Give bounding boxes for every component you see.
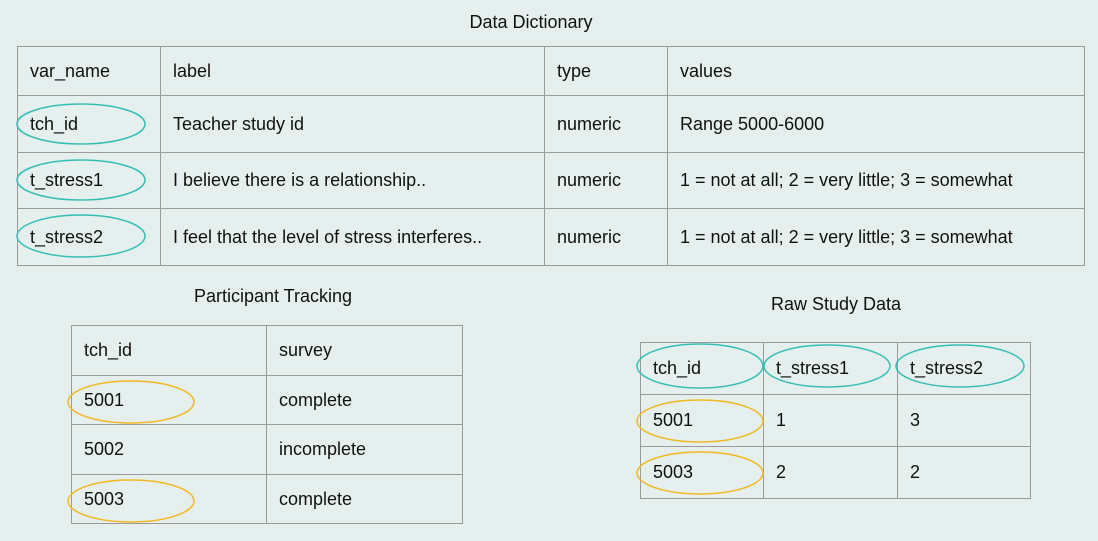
header-cell: label [160, 46, 545, 96]
table-cell: numeric [544, 152, 668, 209]
table-cell: 2 [897, 446, 1031, 499]
table-row: t_stress1 I believe there is a relations… [17, 152, 1085, 209]
table-cell: tch_id [17, 95, 161, 153]
table-cell: 5001 [71, 375, 267, 425]
table-cell: I believe there is a relationship.. [160, 152, 545, 209]
table-cell: I feel that the level of stress interfer… [160, 208, 545, 266]
table-row: tch_id Teacher study id numeric Range 50… [17, 95, 1085, 153]
header-cell: tch_id [71, 325, 267, 376]
header-cell: values [667, 46, 1085, 96]
table-cell: Teacher study id [160, 95, 545, 153]
data-dictionary-title: Data Dictionary [469, 12, 593, 32]
table-header-row: var_name label type values [17, 46, 1085, 96]
table-row: t_stress2 I feel that the level of stres… [17, 208, 1085, 266]
table-cell: complete [266, 375, 463, 425]
table-cell: t_stress2 [17, 208, 161, 266]
table-row: 5003 complete [71, 474, 463, 524]
header-cell: tch_id [640, 342, 764, 395]
table-cell: numeric [544, 208, 668, 266]
participant-tracking-table: tch_id survey 5001 complete 5002 incompl… [71, 325, 463, 524]
table-cell: 5001 [640, 394, 764, 447]
table-cell: 5003 [640, 446, 764, 499]
raw-study-data-table: tch_id t_stress1 t_stress2 5001 1 3 5003… [640, 342, 1031, 499]
table-row: 5002 incomplete [71, 424, 463, 475]
table-cell: 5002 [71, 424, 267, 475]
raw-study-data-title: Raw Study Data [770, 294, 902, 314]
header-cell: t_stress1 [763, 342, 898, 395]
table-cell: 3 [897, 394, 1031, 447]
table-cell: numeric [544, 95, 668, 153]
table-cell: 1 [763, 394, 898, 447]
table-cell: t_stress1 [17, 152, 161, 209]
table-row: 5001 complete [71, 375, 463, 425]
table-cell: incomplete [266, 424, 463, 475]
data-dictionary-table: var_name label type values tch_id Teache… [17, 46, 1085, 266]
table-cell: Range 5000-6000 [667, 95, 1085, 153]
participant-tracking-title: Participant Tracking [193, 286, 353, 306]
table-cell: 1 = not at all; 2 = very little; 3 = som… [667, 152, 1085, 209]
table-row: 5003 2 2 [640, 446, 1031, 499]
table-cell: 5003 [71, 474, 267, 524]
table-cell: 1 = not at all; 2 = very little; 3 = som… [667, 208, 1085, 266]
table-header-row: tch_id t_stress1 t_stress2 [640, 342, 1031, 395]
header-cell: var_name [17, 46, 161, 96]
header-cell: t_stress2 [897, 342, 1031, 395]
header-cell: survey [266, 325, 463, 376]
table-row: 5001 1 3 [640, 394, 1031, 447]
table-cell: complete [266, 474, 463, 524]
table-cell: 2 [763, 446, 898, 499]
header-cell: type [544, 46, 668, 96]
table-header-row: tch_id survey [71, 325, 463, 376]
